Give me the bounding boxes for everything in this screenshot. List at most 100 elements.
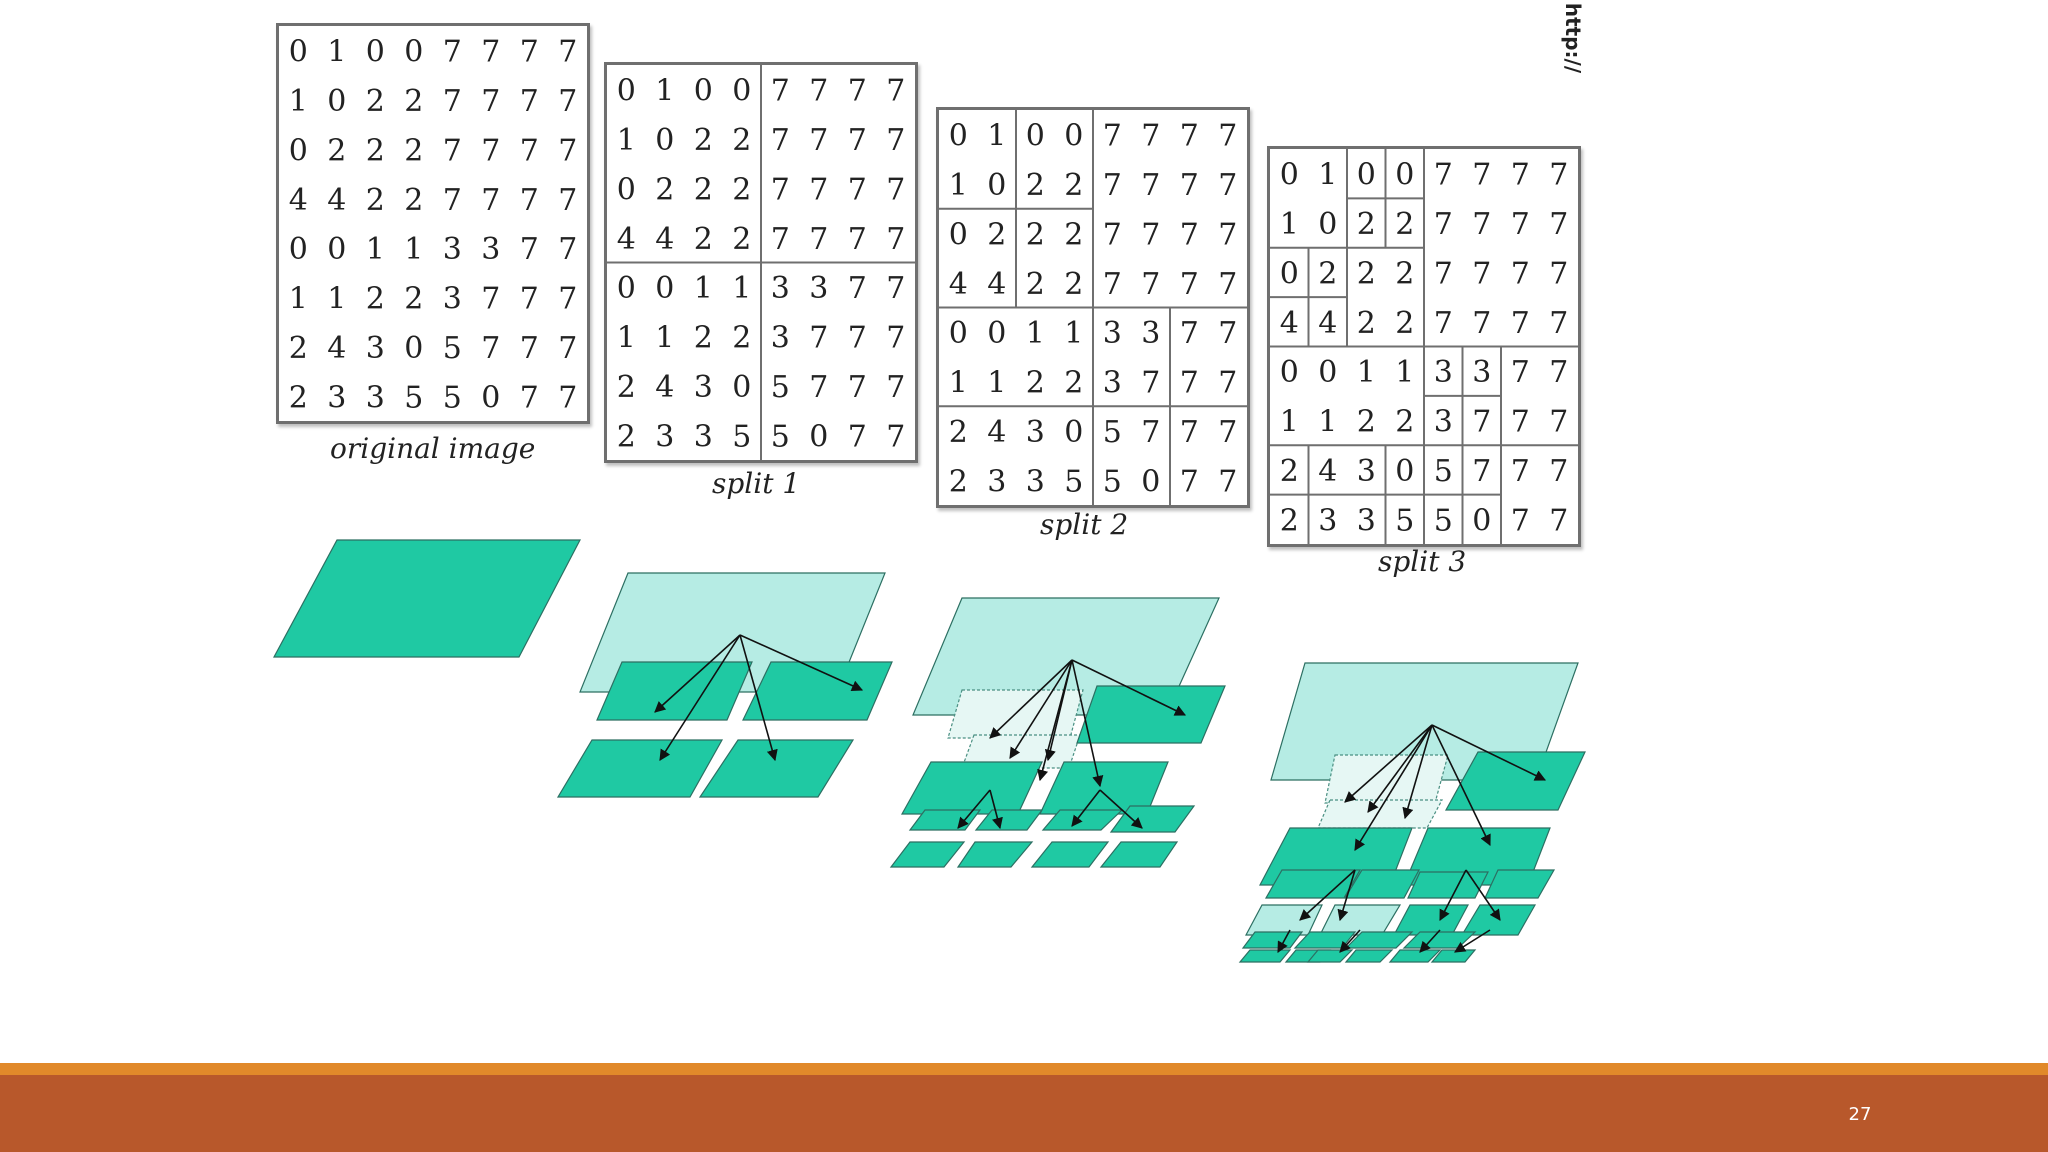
matrix-cell: 7 [1180, 316, 1199, 351]
matrix-cell: 7 [1141, 366, 1160, 401]
level2-tile [1460, 904, 1537, 936]
matrix-cell: 5 [1434, 454, 1453, 489]
matrix-cell: 2 [1395, 207, 1414, 242]
matrix-cell: 7 [1472, 207, 1491, 242]
matrix-cell: 2 [694, 222, 713, 257]
matrix-cell: 7 [848, 74, 867, 109]
matrix-cell: 7 [1141, 217, 1160, 252]
matrix-cell: 1 [655, 321, 674, 356]
matrix-cell: 7 [886, 123, 905, 158]
matrix-cell: 7 [848, 271, 867, 306]
matrix-cell: 7 [1218, 217, 1237, 252]
matrix-cell: 7 [1218, 464, 1237, 499]
matrix-cell: 0 [949, 316, 968, 351]
matrix-cell: 0 [732, 370, 751, 405]
level1-tile [556, 739, 724, 798]
parent-child-arrow [957, 789, 991, 829]
matrix-cell: 4 [655, 222, 674, 257]
matrix-cell: 3 [1026, 464, 1045, 499]
matrix-cell: 7 [1549, 207, 1568, 242]
level3-tile [1388, 949, 1442, 963]
matrix-cell: 3 [771, 321, 790, 356]
matrix-cell: 7 [1549, 503, 1568, 538]
parent-child-arrow [1071, 789, 1101, 827]
matrix-cell: 2 [1395, 306, 1414, 341]
matrix-cell: 4 [987, 267, 1006, 302]
matrix-cell: 2 [617, 419, 636, 454]
matrix-cell: 7 [1180, 464, 1199, 499]
matrix-cell: 7 [771, 74, 790, 109]
matrix-cell: 3 [1103, 316, 1122, 351]
matrix-cell: 0 [617, 271, 636, 306]
matrix-cell: 2 [1280, 503, 1299, 538]
footer-bar [0, 1075, 2048, 1152]
matrix-cell: 7 [443, 133, 462, 168]
matrix-cell: 2 [1064, 168, 1083, 203]
matrix-cell: 2 [366, 133, 385, 168]
matrix-cell: 7 [558, 133, 577, 168]
matrix-cell: 7 [558, 183, 577, 218]
matrix-cell: 2 [732, 222, 751, 257]
matrix-cell: 2 [1026, 366, 1045, 401]
matrix-cell: 7 [520, 331, 539, 366]
matrix-cell: 1 [987, 366, 1006, 401]
matrix-cell: 7 [1141, 267, 1160, 302]
matrix-cell: 4 [949, 267, 968, 302]
matrix-cell: 2 [404, 282, 423, 317]
matrix-cell: 0 [289, 133, 308, 168]
matrix-cell: 7 [809, 222, 828, 257]
matrix-cell: 5 [1434, 503, 1453, 538]
matrix-cell: 7 [1472, 405, 1491, 440]
parent-child-arrow [1344, 724, 1433, 803]
parent-child-arrow [989, 789, 1003, 830]
matrix-cell: 2 [1064, 217, 1083, 252]
matrix-cell: 7 [1549, 454, 1568, 489]
matrix-cell: 0 [289, 35, 308, 70]
parent-child-arrow [1071, 659, 1187, 716]
parent-child-arrow [1431, 724, 1547, 781]
matrix-cell: 7 [481, 331, 500, 366]
parent-child-arrow [1099, 789, 1143, 829]
matrix-cell: 3 [1434, 355, 1453, 390]
matrix-cell: 7 [1218, 366, 1237, 401]
matrix-cell: 3 [694, 370, 713, 405]
matrix-cell: 7 [1180, 119, 1199, 154]
matrix-cell: 2 [694, 123, 713, 158]
parent-child-arrow [659, 634, 741, 761]
matrix-cell: 2 [1357, 306, 1376, 341]
matrix-cell: 7 [1180, 366, 1199, 401]
matrix-cell: 7 [1434, 256, 1453, 291]
matrix-cell: 7 [886, 370, 905, 405]
matrix-cell: 2 [1357, 256, 1376, 291]
matrix-cell: 7 [481, 133, 500, 168]
matrix-cell: 7 [1218, 119, 1237, 154]
matrix-cell: 7 [558, 84, 577, 119]
level1-tile [900, 761, 1043, 815]
matrix-cell: 7 [886, 321, 905, 356]
matrix-cell: 7 [886, 172, 905, 207]
matrix-cell: 4 [655, 370, 674, 405]
level1-tile-ghost [1324, 754, 1449, 804]
matrix-cell: 2 [694, 321, 713, 356]
matrix-cell: 2 [694, 172, 713, 207]
matrix-cell: 2 [732, 123, 751, 158]
matrix-cell: 4 [617, 222, 636, 257]
matrix-cell: 0 [327, 84, 346, 119]
matrix-cell: 7 [520, 282, 539, 317]
matrix-cell: 3 [481, 232, 500, 267]
matrix-cell: 7 [771, 172, 790, 207]
matrix-cell: 7 [848, 370, 867, 405]
matrix-cell: 1 [732, 271, 751, 306]
slide-number: 27 [1848, 1104, 1872, 1125]
matrix-cell: 2 [949, 464, 968, 499]
matrix-cell: 4 [1318, 306, 1337, 341]
parent-child-arrow [1454, 929, 1491, 953]
parent-child-arrow [1439, 869, 1467, 921]
level2-tile [1393, 904, 1469, 936]
matrix-cell: 0 [1064, 415, 1083, 450]
level2-tile [889, 841, 966, 868]
matrix-cell: 2 [732, 172, 751, 207]
